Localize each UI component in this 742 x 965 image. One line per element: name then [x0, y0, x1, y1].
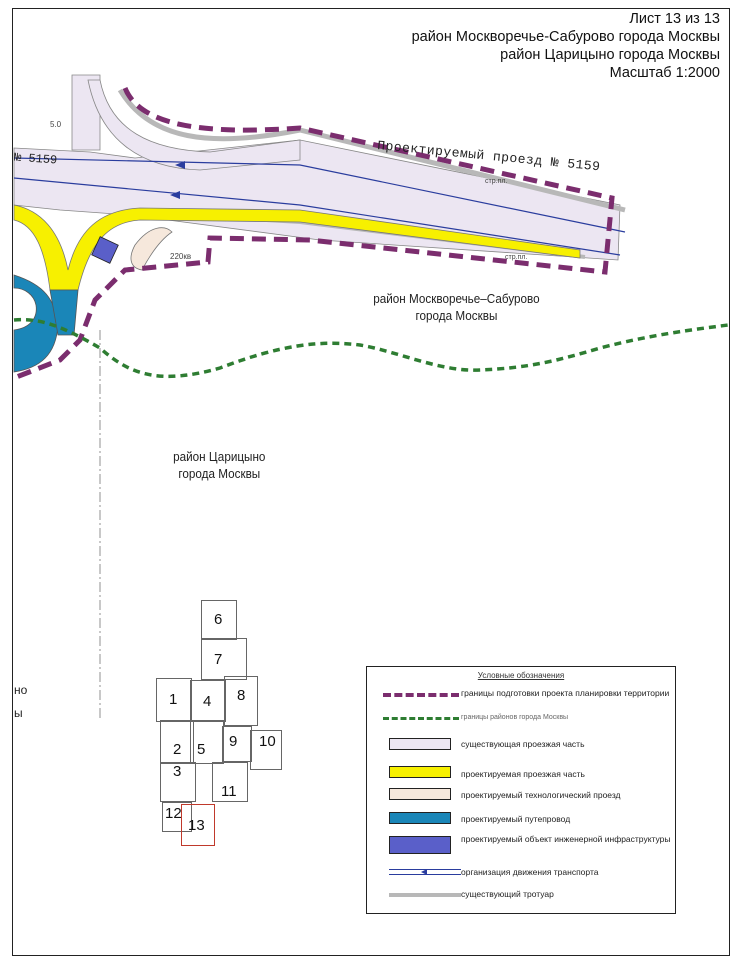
sheet-header: Лист 13 из 13 район Москворечье-Сабурово… — [412, 10, 720, 82]
legend-item-planning-boundary: границы подготовки проекта планировки те… — [367, 685, 675, 709]
index-cell-5[interactable]: 5 — [190, 720, 224, 764]
legend-item-traffic: организация движения транспорта — [367, 865, 675, 889]
legend-swatch-projected-road — [389, 766, 451, 778]
index-cell-11[interactable]: 11 — [212, 762, 248, 802]
traffic-arrow-1 — [175, 161, 185, 169]
index-cell-2[interactable]: 2 — [160, 720, 194, 764]
legend-title: Условные обозначения — [477, 671, 565, 680]
legend-item-existing-road: существующая проезжая часть — [367, 735, 675, 759]
legend: Условные обозначения границы подготовки … — [366, 666, 676, 914]
legend-item-tech-road: проектируемый технологический проезд — [367, 785, 675, 809]
district-boundary — [13, 317, 729, 379]
small-label-1: 5.0 — [50, 120, 62, 129]
index-cell-7[interactable]: 7 — [201, 638, 247, 680]
index-cell-1[interactable]: 1 — [156, 678, 192, 722]
sheet-number: Лист 13 из 13 — [629, 11, 720, 27]
index-cell-3[interactable]: 3 — [160, 762, 196, 802]
district-label-tsaritsyno: район Царицыно города Москвы — [173, 449, 266, 481]
traffic-arrow-2 — [170, 191, 180, 199]
index-cell-4[interactable]: 4 — [190, 680, 226, 722]
legend-item-projected-road: проектируемая проезжая часть — [367, 763, 675, 787]
traffic-line-2 — [13, 177, 621, 256]
existing-road-curve — [87, 79, 301, 171]
projected-road — [13, 204, 581, 291]
index-cell-10[interactable]: 10 — [250, 730, 282, 770]
sidewalk-line-top — [117, 88, 626, 213]
legend-item-district-boundary: границы районов города Москвы — [367, 711, 675, 735]
tech-road — [130, 227, 173, 271]
existing-road-main — [13, 139, 621, 261]
road-label-left: № 5159 — [13, 150, 58, 168]
traffic-line-1 — [13, 157, 626, 233]
sheet-frame — [12, 8, 730, 956]
legend-swatch-sidewalk — [389, 893, 461, 897]
cut-text-1: но — [14, 683, 28, 697]
legend-swatch-overpass — [389, 812, 451, 824]
legend-swatch-district-boundary — [383, 717, 459, 720]
cut-text-2: ы — [14, 706, 23, 720]
infrastructure-object — [91, 236, 119, 264]
index-cell-8[interactable]: 8 — [224, 676, 258, 726]
legend-swatch-traffic — [389, 869, 461, 875]
district-label-moskvorechye: район Москворечье–Сабурово города Москвы — [373, 291, 540, 323]
legend-item-sidewalk: существующий тротуар — [367, 887, 675, 911]
small-label-3: стр.пл. — [485, 178, 508, 185]
legend-item-infrastructure: проектируемый объект инженерной инфрастр… — [367, 831, 675, 855]
legend-swatch-existing-road — [389, 738, 451, 750]
index-cell-13-current[interactable]: 13 — [181, 804, 215, 846]
legend-swatch-infrastructure — [389, 836, 451, 854]
index-cell-9[interactable]: 9 — [222, 726, 252, 762]
index-cell-6[interactable]: 6 — [201, 600, 237, 640]
district-title-2: район Царицыно города Москвы — [500, 47, 720, 63]
scale-label: Масштаб 1:2000 — [609, 65, 720, 81]
index-cell-12[interactable]: 12 — [162, 802, 192, 832]
legend-item-overpass: проектируемый путепровод — [367, 809, 675, 833]
legend-swatch-tech-road — [389, 788, 451, 800]
planning-boundary — [13, 86, 615, 381]
legend-swatch-planning-boundary — [383, 693, 459, 697]
small-label-4: стр.пл. — [505, 254, 528, 261]
district-title-1: район Москворечье-Сабурово города Москвы — [411, 29, 720, 45]
small-label-2: 220кв — [170, 252, 192, 261]
